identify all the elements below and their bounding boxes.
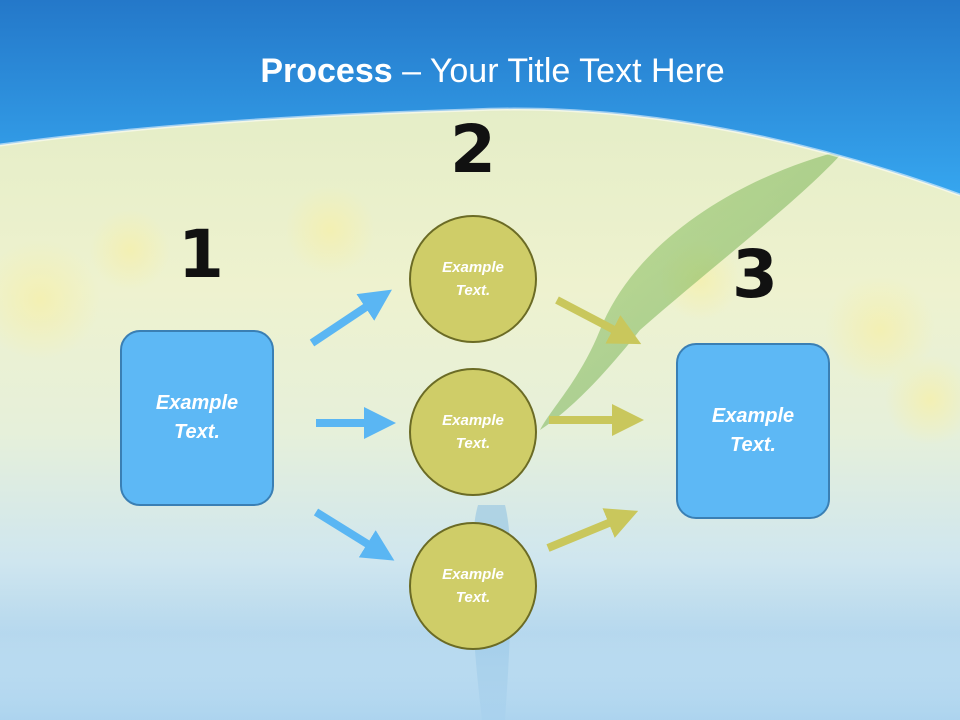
arrow-start-to-bottom <box>313 508 395 561</box>
process-circle-middle: Example Text. <box>409 368 537 496</box>
bokeh-light <box>0 240 100 360</box>
arrow-start-to-top <box>309 289 392 347</box>
process-circle-middle-text: Example Text. <box>442 412 504 452</box>
bokeh-light <box>825 275 935 385</box>
process-box-start-text: Example Text. <box>155 392 239 443</box>
title-bold: Process <box>260 52 393 90</box>
header-band <box>0 0 960 195</box>
arrow-top-to-end <box>555 296 642 345</box>
header-curve-highlight <box>0 107 960 197</box>
step-number-2: 2 <box>450 111 496 188</box>
process-circle-bottom-text: Example Text. <box>442 566 504 606</box>
process-circle-top: Example Text. <box>409 215 537 343</box>
process-box-start: Example Text. <box>120 330 274 506</box>
process-circle-top-text: Example Text. <box>442 259 504 299</box>
title-rest: – Your Title Text Here <box>392 52 725 90</box>
process-circle-bottom: Example Text. <box>409 522 537 650</box>
step-number-1: 1 <box>178 216 224 293</box>
bokeh-light <box>90 210 170 290</box>
leaf-shape <box>540 150 845 430</box>
arrow-bottom-to-end <box>546 508 639 552</box>
process-box-end: Example Text. <box>676 343 830 519</box>
process-box-end-text: Example Text. <box>711 405 795 456</box>
slide-title: Process – Your Title Text Here <box>0 52 960 91</box>
bokeh-light <box>285 185 375 275</box>
bokeh-light <box>885 355 960 445</box>
step-number-3: 3 <box>732 236 778 313</box>
